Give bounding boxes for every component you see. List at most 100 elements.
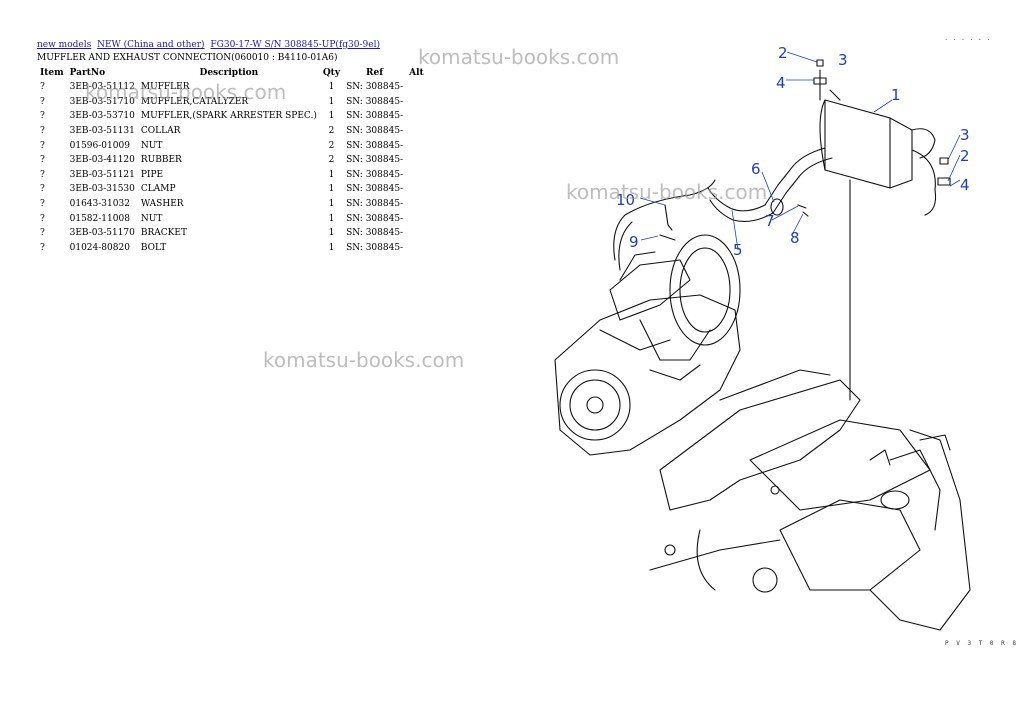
- cell-alt: [406, 211, 432, 226]
- cell-description: NUT: [140, 140, 163, 151]
- cell-description: WASHER: [140, 199, 184, 210]
- cell-partno: 3EB-03-41120: [69, 155, 135, 166]
- cell-partno: 3EB-03-31530: [69, 184, 135, 195]
- cell-qty: 1: [328, 184, 335, 195]
- cell-item: ?: [40, 213, 45, 224]
- table-row: ? 3EB-03-53710 MUFFLER,(SPARK ARRESTER S…: [37, 109, 432, 124]
- cell-alt: [406, 138, 432, 153]
- callout-5: 5: [733, 241, 743, 259]
- cell-qty: 1: [328, 169, 335, 180]
- cell-description: MUFFLER,CATALYZER: [140, 96, 249, 107]
- cell-partno: 01596-01009: [69, 140, 130, 151]
- exhaust-pipe-part: [707, 147, 833, 222]
- cell-partno: 01024-80820: [69, 242, 130, 253]
- table-row: ? 3EB-03-31530 CLAMP 1 SN: 308845-: [37, 182, 432, 197]
- cell-alt: [406, 197, 432, 212]
- callout-3-top: 3: [838, 51, 848, 69]
- callout-10: 10: [616, 191, 635, 209]
- cell-qty: 2: [328, 140, 335, 151]
- cell-qty: 1: [328, 111, 335, 122]
- cell-description: BRACKET: [140, 228, 187, 239]
- breadcrumb-link-model[interactable]: FG30-17-W S/N 308845-UP(fg30-9el): [210, 40, 380, 50]
- cell-qty: 1: [328, 199, 335, 210]
- breadcrumb-link-region[interactable]: NEW (China and other): [97, 40, 205, 50]
- exploded-parts-diagram: 2 3 4 1 3 2 4 6 7 8 10 9 5: [554, 44, 971, 631]
- cell-description: RUBBER: [140, 155, 182, 166]
- table-row: ? 3EB-03-41120 RUBBER 2 SN: 308845-: [37, 153, 432, 168]
- cell-item: ?: [40, 155, 45, 166]
- table-header-row: Item PartNo Description Qty Ref Alt: [37, 66, 432, 80]
- chassis-frame: [649, 369, 971, 631]
- cell-item: ?: [40, 169, 45, 180]
- callout-4-top: 4: [776, 74, 786, 92]
- table-row: ? 01643-31032 WASHER 1 SN: 308845-: [37, 197, 432, 212]
- cell-item: ?: [40, 126, 45, 137]
- cell-ref: SN: 308845-: [346, 126, 404, 137]
- callout-4-right: 4: [960, 176, 970, 194]
- cell-alt: [406, 153, 432, 168]
- cell-ref: SN: 308845-: [346, 199, 404, 210]
- corner-marks: . . . . . .: [945, 34, 992, 42]
- cell-item: ?: [40, 140, 45, 151]
- cell-description: MUFFLER,(SPARK ARRESTER SPEC.): [140, 111, 317, 122]
- cell-partno: 01582-11008: [69, 213, 130, 224]
- header-ref: Ref: [366, 68, 384, 78]
- cell-partno: 01643-31032: [69, 199, 130, 210]
- cell-alt: [406, 109, 432, 124]
- cell-alt: [406, 168, 432, 183]
- muffler-part: [819, 89, 937, 216]
- cell-ref: SN: 308845-: [346, 111, 404, 122]
- header-alt: Alt: [409, 68, 424, 78]
- cell-alt: [406, 95, 432, 110]
- clamp-part: [770, 198, 809, 217]
- cell-qty: 2: [328, 126, 335, 137]
- cell-item: ?: [40, 82, 45, 93]
- cell-partno: 3EB-03-51121: [69, 169, 135, 180]
- table-row: ? 3EB-03-51710 MUFFLER,CATALYZER 1 SN: 3…: [37, 95, 432, 110]
- cell-ref: SN: 308845-: [346, 184, 404, 195]
- cell-partno: 3EB-03-51170: [69, 228, 135, 239]
- cell-ref: SN: 308845-: [346, 96, 404, 107]
- callout-6: 6: [751, 160, 761, 178]
- table-row: ? 3EB-03-51131 COLLAR 2 SN: 308845-: [37, 124, 432, 139]
- cell-alt: [406, 182, 432, 197]
- parts-table: Item PartNo Description Qty Ref Alt ? 3E…: [37, 66, 432, 255]
- hardware-nut-top: [813, 59, 827, 85]
- cell-ref: SN: 308845-: [346, 82, 404, 93]
- table-row: ? 3EB-03-51112 MUFFLER 1 SN: 308845-: [37, 80, 432, 95]
- cell-item: ?: [40, 199, 45, 210]
- breadcrumb: new models NEW (China and other) FG30-17…: [37, 40, 383, 50]
- hardware-nut-right: [937, 157, 951, 186]
- page-code: P V 3 T 0 R 8: [945, 640, 1018, 647]
- header-item: Item: [40, 68, 64, 78]
- callout-3-right: 3: [960, 126, 970, 144]
- callout-9: 9: [629, 233, 639, 251]
- section-title: MUFFLER AND EXHAUST CONNECTION(060010 : …: [37, 53, 338, 63]
- cell-qty: 1: [328, 96, 335, 107]
- cell-qty: 1: [328, 213, 335, 224]
- cell-partno: 3EB-03-51710: [69, 96, 135, 107]
- cell-qty: 2: [328, 155, 335, 166]
- cell-partno: 3EB-03-51131: [69, 126, 135, 137]
- cell-ref: SN: 308845-: [346, 242, 404, 253]
- callout-8: 8: [790, 229, 800, 247]
- header-partno: PartNo: [69, 68, 106, 78]
- cell-alt: [406, 80, 432, 95]
- engine-assembly: [554, 179, 741, 456]
- cell-partno: 3EB-03-51112: [69, 82, 135, 93]
- cell-qty: 1: [328, 242, 335, 253]
- table-row: ? 01582-11008 NUT 1 SN: 308845-: [37, 211, 432, 226]
- breadcrumb-link-new-models[interactable]: new models: [37, 40, 92, 50]
- callout-2-top: 2: [778, 44, 788, 62]
- header-description: Description: [199, 68, 259, 78]
- cell-alt: [406, 124, 432, 139]
- cell-qty: 1: [328, 228, 335, 239]
- cell-ref: SN: 308845-: [346, 169, 404, 180]
- cell-item: ?: [40, 228, 45, 239]
- cell-description: NUT: [140, 213, 163, 224]
- cell-ref: SN: 308845-: [346, 155, 404, 166]
- watermark: komatsu-books.com: [263, 348, 465, 372]
- cell-ref: SN: 308845-: [346, 140, 404, 151]
- table-row: ? 01024-80820 BOLT 1 SN: 308845-: [37, 241, 432, 256]
- table-row: ? 3EB-03-51170 BRACKET 1 SN: 308845-: [37, 226, 432, 241]
